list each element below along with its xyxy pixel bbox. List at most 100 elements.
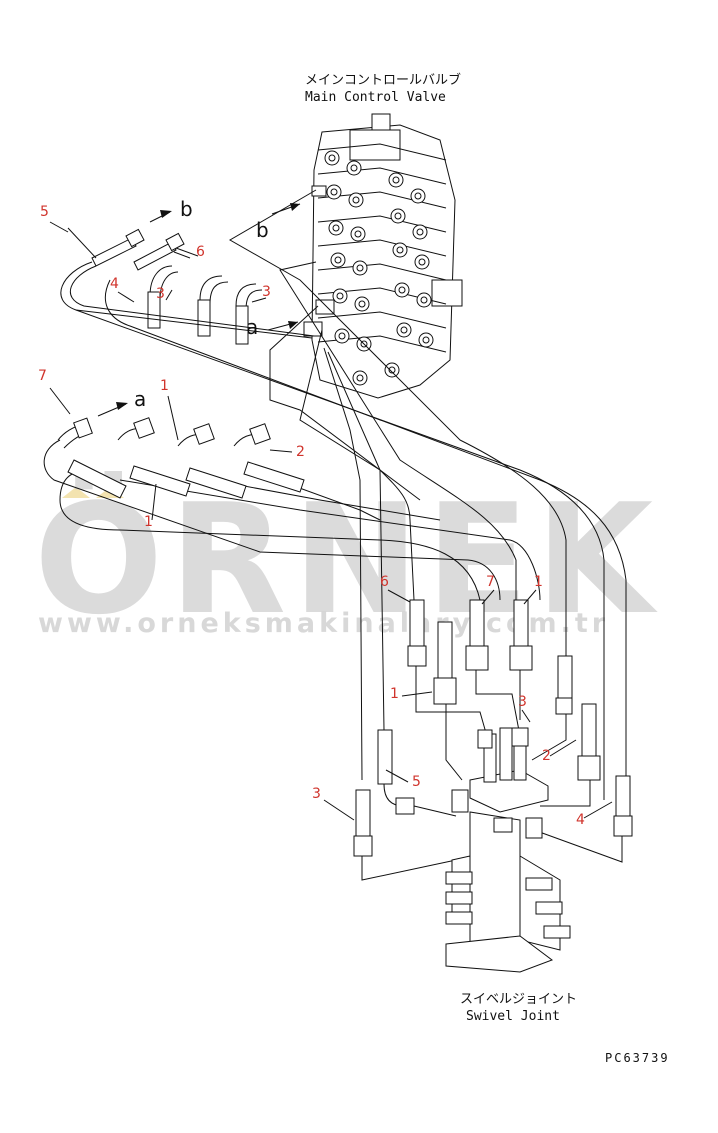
leader-line: [251, 297, 267, 303]
swivel-port-row: [543, 925, 571, 939]
leader-line: [165, 289, 173, 301]
valve-section-line: [317, 311, 447, 329]
leader-line: [269, 449, 293, 453]
arrow-b-label-hose: b: [180, 197, 193, 221]
swivel-port-rows: [445, 871, 571, 939]
arrow-a-label-valve: a: [246, 315, 258, 339]
callout-number: 7: [486, 574, 495, 590]
valve-port-inner: [416, 228, 424, 236]
main-valve-title-jp: メインコントロールバルブ: [305, 72, 461, 88]
arrow-a-valve: a: [246, 315, 299, 339]
leader-line: [583, 801, 613, 819]
callout-number: 5: [40, 204, 49, 220]
callout-number: 1: [390, 686, 399, 702]
valve-port-inner: [420, 296, 428, 304]
swivel-port-row: [535, 901, 563, 915]
leader-line: [167, 395, 179, 441]
swivel-fitting-1: [477, 729, 493, 749]
port-a-lower-2: [303, 321, 323, 337]
callout-number: 5: [412, 774, 421, 790]
leader-line: [323, 799, 355, 821]
valve-section-line: [317, 143, 447, 161]
callout-number: 4: [110, 276, 119, 292]
hose-ends-3: [147, 265, 263, 345]
main-control-valve: [303, 113, 463, 399]
main-valve-title-en: Main Control Valve: [305, 90, 446, 105]
valve-port-inner: [400, 326, 408, 334]
arrow-b-valve: b: [256, 203, 301, 242]
leader-lines: [49, 221, 613, 821]
leader-line: [401, 691, 433, 697]
valve-port-inner: [338, 332, 346, 340]
swivel-port-row: [445, 911, 473, 925]
swivel-base: [445, 935, 554, 973]
valve-port-inner: [394, 212, 402, 220]
valve-top-plug: [371, 113, 391, 133]
leader-line: [481, 589, 495, 605]
valve-port-inner: [398, 286, 406, 294]
callout-number: 4: [576, 812, 585, 828]
valve-port-inner: [396, 246, 404, 254]
swivel-hose-ends: [353, 599, 633, 881]
hose-end-6: [133, 232, 199, 271]
leader-line: [49, 387, 71, 415]
leader-line: [387, 589, 411, 603]
hose-bundle: [43, 189, 627, 800]
valve-port-inner: [350, 164, 358, 172]
swivel-port-row: [445, 891, 473, 905]
leader-line: [521, 709, 531, 723]
valve-port-inner: [392, 176, 400, 184]
valve-port-inner: [358, 300, 366, 308]
callout-number: 2: [542, 748, 551, 764]
valve-port-inner: [336, 292, 344, 300]
valve-port-inner: [418, 258, 426, 266]
swivel-port-row: [525, 877, 553, 891]
swivel-left-block: [451, 855, 471, 921]
leader-line: [523, 589, 537, 605]
valve-port-inner: [330, 188, 338, 196]
valve-port-inner: [332, 224, 340, 232]
leader-line: [151, 483, 157, 521]
port-b-upper: [311, 185, 327, 197]
swivel-joint: [445, 727, 571, 973]
callout-number: 3: [518, 694, 527, 710]
port-a-lower: [315, 299, 335, 315]
callout-number: 3: [156, 286, 165, 302]
callout-number: 2: [296, 444, 305, 460]
leader-line: [385, 769, 409, 783]
valve-port-inner: [356, 264, 364, 272]
valve-port-inner: [352, 196, 360, 204]
valve-ports: [324, 150, 434, 386]
valve-port-inner: [334, 256, 342, 264]
valve-port-inner: [422, 336, 430, 344]
leader-line: [117, 291, 135, 303]
callout-number: 7: [38, 368, 47, 384]
callout-number: 1: [534, 574, 543, 590]
valve-top-block: [349, 129, 401, 161]
swivel-port-2: [525, 817, 543, 839]
valve-port-inner: [414, 192, 422, 200]
valve-section-line: [317, 239, 447, 257]
leader-line: [549, 739, 577, 757]
callout-number: 6: [380, 574, 389, 590]
swivel-port-row: [445, 871, 473, 885]
drawing-code: PC63739: [605, 1051, 670, 1065]
lower-left-hose-ends: a: [57, 387, 305, 499]
hose-end-5: b: [67, 197, 193, 267]
watermark-brand: ÖRNEK: [34, 471, 659, 648]
valve-port-inner: [328, 154, 336, 162]
callout-number: 3: [312, 786, 321, 802]
swivel-port-1: [493, 817, 513, 833]
swivel-title-jp: スイベルジョイント: [460, 992, 577, 1007]
watermark: ÖRNEK www.orneksmakinalary.com.tr: [34, 471, 659, 648]
valve-port-inner: [354, 230, 362, 238]
callout-number: 3: [262, 284, 271, 300]
leader-line: [173, 251, 191, 259]
arrow-b-label-valve: b: [256, 218, 269, 242]
valve-port-inner: [356, 374, 364, 382]
swivel-fitting-2: [511, 727, 529, 747]
arrow-a-label-hose: a: [134, 387, 146, 411]
